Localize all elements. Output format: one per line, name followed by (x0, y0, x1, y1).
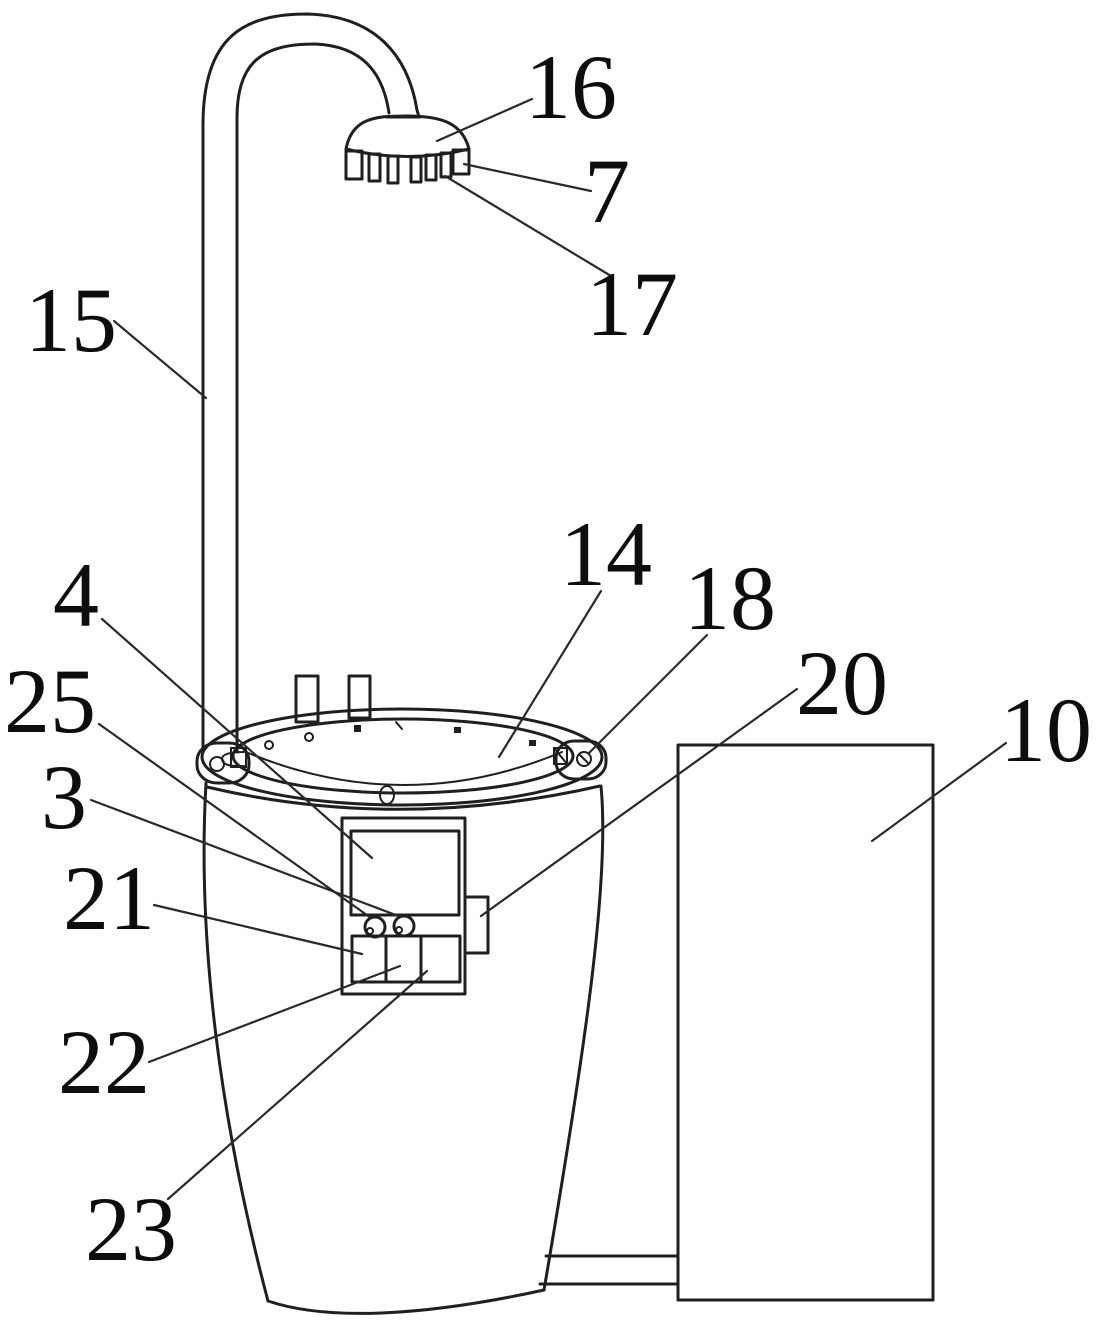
figure-label-22: 22 (58, 1011, 150, 1113)
pipe-inner-line (235, 42, 391, 754)
knob-left-indicator (366, 927, 374, 935)
rim-mark (395, 721, 403, 730)
knob-right-indicator (395, 926, 403, 934)
figure-label-7: 7 (584, 140, 630, 242)
nozzle-tooth (386, 154, 400, 185)
display-window (349, 829, 461, 917)
leader-line-7 (462, 162, 593, 193)
rim-hole-right-tick (579, 754, 589, 764)
leader-line-25 (97, 722, 373, 920)
figure-label-25: 25 (4, 650, 96, 752)
bucket-right-wall (542, 784, 605, 1292)
rim-inner-ellipse (231, 717, 575, 795)
leader-line-17 (443, 174, 613, 278)
leader-line-23 (166, 969, 429, 1201)
figure-label-17: 17 (586, 253, 678, 355)
rim-hole (264, 740, 274, 750)
reference-numerals: 16 7 17 15 14 18 20 10 4 25 3 21 22 23 (4, 36, 1092, 1280)
rim-tab-left (294, 674, 320, 724)
figure-label-23: 23 (85, 1178, 177, 1280)
rim-end-cap-right (554, 739, 608, 781)
rim-fastener-right (553, 747, 568, 765)
button-strip (350, 934, 462, 984)
shower-nozzles (344, 148, 471, 185)
leader-line-15 (112, 319, 208, 400)
rim-opening-bottom-arc (245, 751, 563, 786)
nozzle-block-left (344, 149, 364, 181)
nozzle-block-right (451, 148, 471, 176)
leader-line-4 (100, 617, 374, 860)
shower-head (344, 114, 471, 185)
nozzle-tooth (367, 152, 382, 183)
rim-fastener-right-diagonal (553, 747, 568, 765)
figure-label-16: 16 (525, 36, 617, 138)
rim-mark (354, 725, 361, 732)
leader-line-10 (870, 741, 1008, 843)
shower-head-dome (344, 114, 471, 151)
side-tab (463, 895, 490, 955)
figure-label-3: 3 (41, 746, 87, 848)
leader-line-18 (587, 633, 709, 755)
figure-label-21: 21 (63, 847, 155, 949)
bucket-top-edge (205, 784, 602, 811)
rim-mark (529, 740, 536, 746)
bucket-front-hole (379, 785, 395, 805)
tank-assembly (538, 743, 935, 1302)
control-panel-frame (340, 816, 467, 996)
tank (676, 743, 935, 1302)
rim-outer-ellipse (200, 707, 604, 807)
figure-label-4: 4 (53, 544, 99, 646)
nozzle-tooth (439, 151, 453, 179)
gooseneck-pipe (201, 12, 422, 754)
figure-label-18: 18 (684, 547, 776, 649)
figure-label-14: 14 (560, 503, 652, 605)
pipe-outer-line (201, 12, 421, 754)
leader-line-3 (89, 798, 403, 919)
figure-label-20: 20 (796, 632, 888, 734)
bucket-rim (195, 674, 608, 807)
nozzle-tooth (409, 155, 423, 184)
leader-lines (89, 97, 1008, 1201)
leader-line-20 (479, 687, 799, 918)
bucket-bottom-edge (266, 1288, 546, 1315)
control-panel (340, 816, 490, 996)
rim-end-cap-left (195, 741, 251, 785)
figure-label-10: 10 (1000, 679, 1092, 781)
rim-mark (454, 727, 461, 733)
leader-line-14 (497, 589, 603, 759)
figure-label-15: 15 (25, 269, 117, 371)
pipe-rim-junction-clip (220, 751, 245, 768)
nozzle-tooth (424, 153, 438, 182)
rim-hole-right (576, 751, 592, 767)
leader-line-21 (152, 903, 364, 956)
leader-line-22 (147, 964, 402, 1064)
rim-spray-holes (264, 721, 536, 750)
rim-hole (304, 732, 314, 742)
rim-tab-right (347, 674, 372, 720)
bucket-left-wall (202, 781, 270, 1303)
leader-line-16 (435, 97, 534, 143)
bucket-body (202, 781, 605, 1315)
